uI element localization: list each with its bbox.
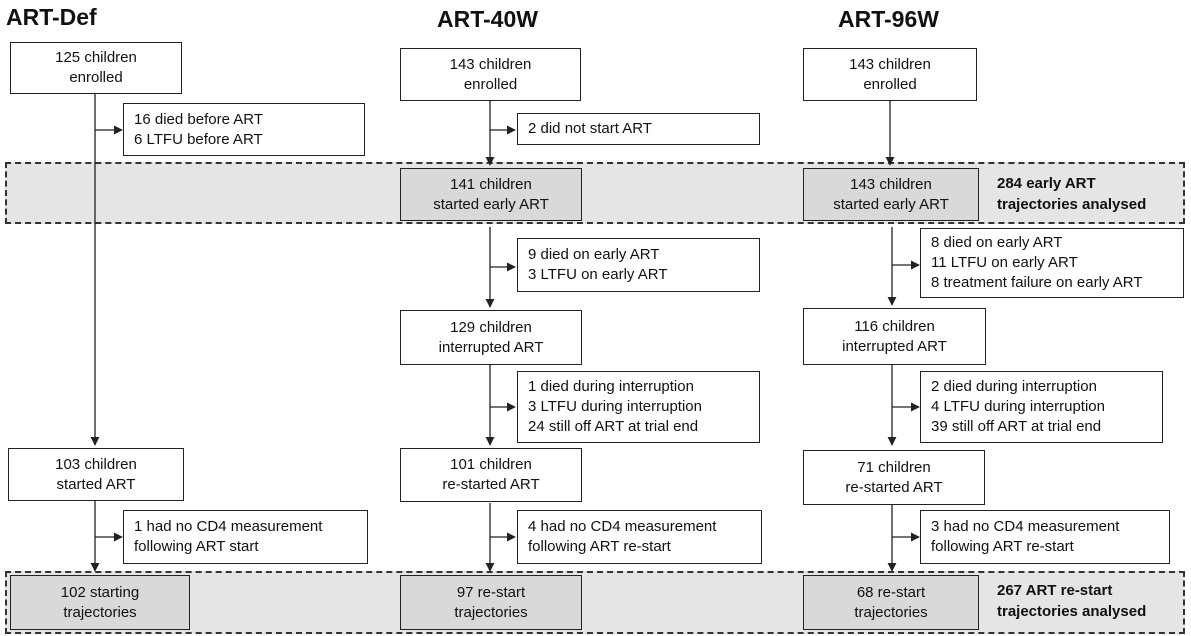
box-line: trajectories: [454, 603, 528, 621]
box-line: 3 LTFU on early ART: [528, 266, 668, 283]
box-line: following ART start: [134, 538, 259, 555]
box-line: 6 LTFU before ART: [134, 130, 263, 148]
total-line: 267 ART re-start: [997, 582, 1113, 599]
box-line: enrolled: [69, 69, 123, 86]
w96-no-cd4-box: 3 had no CD4 measurement following ART r…: [920, 510, 1170, 564]
box-line: 24 still off ART at trial end: [528, 418, 699, 435]
box-line: 71 children: [857, 458, 931, 476]
total-line: trajectories analysed: [997, 603, 1147, 620]
box-line: trajectories: [63, 603, 137, 621]
w40-interrupted-box: 129 children interrupted ART: [400, 310, 582, 365]
def-trajectories-box: 102 starting trajectories: [10, 575, 190, 630]
box-line: 1 died during interruption: [528, 378, 694, 395]
box-line: 3 had no CD4 measurement: [931, 518, 1120, 535]
box-line: 101 children: [450, 456, 532, 473]
w40-enrolled-box: 143 children enrolled: [400, 48, 581, 101]
total-line: 284 early ART: [997, 175, 1096, 192]
def-excluded-box: 16 died before ART 6 LTFU before ART: [123, 103, 365, 156]
box-line: 8 died on early ART: [931, 234, 1063, 251]
w40-not-started-box: 2 did not start ART: [517, 113, 760, 145]
w96-enrolled-box: 143 children enrolled: [803, 48, 977, 101]
box-line: 3 LTFU during interruption: [528, 398, 702, 415]
box-line: interrupted ART: [438, 338, 544, 356]
box-line: 68 re-start: [856, 583, 926, 601]
box-line: 8 treatment failure on early ART: [931, 274, 1143, 291]
box-line: 2 died during interruption: [931, 378, 1097, 395]
box-line: started ART: [56, 475, 136, 493]
box-line: 116 children: [854, 317, 935, 335]
w96-lost-early-box: 8 died on early ART 11 LTFU on early ART…: [920, 228, 1184, 298]
box-line: 103 children: [55, 455, 137, 473]
def-started-box: 103 children started ART: [8, 448, 184, 501]
box-line: 97 re-start: [456, 583, 526, 601]
box-line: 16 died before ART: [134, 110, 263, 128]
w40-started-early-box: 141 children started early ART: [400, 168, 582, 221]
header-art-40w: ART-40W: [437, 6, 538, 32]
w40-lost-early-box: 9 died on early ART 3 LTFU on early ART: [517, 238, 760, 292]
def-no-cd4-box: 1 had no CD4 measurement following ART s…: [123, 510, 368, 564]
def-enrolled-box: 125 children enrolled: [10, 42, 182, 94]
box-line: 102 starting: [60, 583, 140, 601]
box-line: 143 children: [449, 55, 532, 73]
box-line: started early ART: [433, 195, 549, 213]
box-line: 129 children: [450, 318, 532, 336]
box-line: following ART re-start: [931, 538, 1074, 555]
w96-interrupted-box: 116 children interrupted ART: [803, 308, 986, 365]
box-line: 39 still off ART at trial end: [931, 418, 1102, 435]
box-line: 1 had no CD4 measurement: [134, 518, 323, 535]
w96-restarted-box: 71 children re-started ART: [803, 450, 985, 505]
early-art-total: 284 early ART trajectories analysed: [997, 173, 1146, 215]
box-line: 2 did not start ART: [528, 120, 652, 137]
box-line: 11 LTFU on early ART: [931, 254, 1078, 271]
box-line: 143 children: [849, 55, 931, 73]
w40-trajectories-box: 97 re-start trajectories: [400, 575, 582, 630]
w96-started-early-box: 143 children started early ART: [803, 168, 979, 221]
w96-lost-interruption-box: 2 died during interruption 4 LTFU during…: [920, 371, 1163, 443]
restart-band: [5, 571, 1185, 634]
box-line: started early ART: [833, 195, 949, 213]
box-line: interrupted ART: [842, 337, 947, 355]
box-line: 141 children: [450, 175, 532, 193]
box-line: enrolled: [863, 75, 917, 93]
w96-trajectories-box: 68 re-start trajectories: [803, 575, 979, 630]
box-line: re-started ART: [845, 478, 943, 496]
box-line: following ART re-start: [528, 538, 671, 555]
box-line: 9 died on early ART: [528, 246, 660, 263]
early-art-band: [5, 162, 1185, 224]
box-line: 4 LTFU during interruption: [931, 398, 1105, 415]
box-line: 4 had no CD4 measurement: [528, 518, 717, 535]
box-line: enrolled: [463, 75, 518, 93]
restart-total: 267 ART re-start trajectories analysed: [997, 580, 1146, 622]
w40-no-cd4-box: 4 had no CD4 measurement following ART r…: [517, 510, 762, 564]
box-line: 143 children: [850, 175, 932, 193]
w40-restarted-box: 101 children re-started ART: [400, 448, 582, 502]
header-art-def: ART-Def: [6, 4, 97, 30]
total-line: trajectories analysed: [997, 196, 1147, 213]
box-line: re-started ART: [442, 476, 540, 493]
header-art-96w: ART-96W: [838, 6, 939, 32]
w40-lost-interruption-box: 1 died during interruption 3 LTFU during…: [517, 371, 760, 443]
box-line: trajectories: [854, 603, 928, 621]
box-line: 125 children: [55, 49, 137, 66]
